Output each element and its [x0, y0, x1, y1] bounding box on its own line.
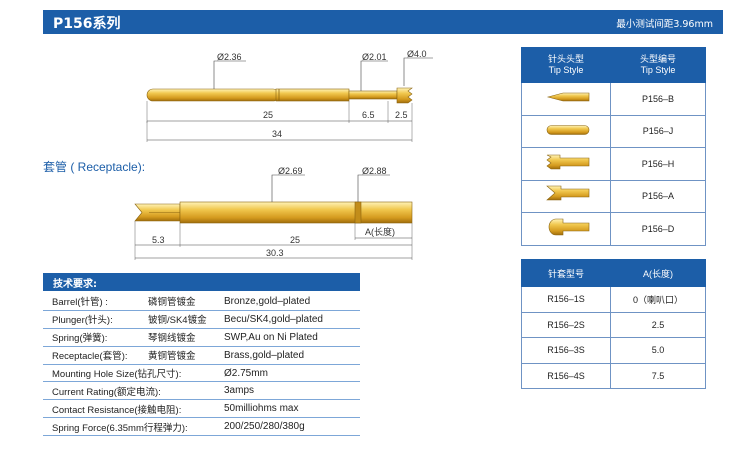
rec-length: 7.5 [610, 362, 706, 389]
receptacle-drawing: Ø2.69 Ø2.88 A(长度) 5.3 25 30.3 [134, 166, 413, 260]
tip-picture-cell [521, 82, 611, 116]
spec-value: Bronze,gold–plated [224, 293, 360, 311]
receptacle-len-1: 5.3 [152, 235, 165, 245]
spec-label: Mounting Hole Size(钻孔尺寸): [43, 364, 224, 383]
table-row: Spring(弹簧): 琴钢线镀金 SWP,Au on Ni Plated [43, 328, 360, 347]
probe-dia-3: Ø4.0 [407, 49, 427, 59]
spec-label: Plunger(针头): [43, 310, 148, 329]
table-row: P156–D [521, 212, 706, 246]
table-row: P156–A [521, 179, 706, 213]
tip-code: P156–D [610, 212, 706, 246]
spec-value: 3amps [224, 381, 360, 401]
tip-picture-cell [521, 212, 611, 246]
rec-length: 0（喇叭口） [610, 286, 706, 313]
spec-label: Barrel(针管) : [43, 293, 148, 311]
tip-col-2-cn: 头型编号 [639, 54, 676, 64]
probe-dia-1: Ø2.36 [217, 52, 242, 62]
rec-model: R156–2S [521, 311, 611, 338]
table-row: Spring Force(6.35mm行程弹力): 200/250/280/38… [43, 417, 360, 437]
probe-total-length: 34 [272, 129, 282, 139]
rec-length: 2.5 [610, 311, 706, 338]
spec-label: Spring(弹簧): [43, 328, 148, 347]
receptacle-label: 套管 ( Receptacle): [43, 160, 146, 174]
spec-value: Brass,gold–plated [224, 346, 360, 365]
spec-value: Becu/SK4,gold–plated [224, 310, 360, 329]
probe-len-1: 25 [263, 110, 273, 120]
table-row: Contact Resistance(接触电阻): 50milliohms ma… [43, 399, 360, 419]
spec-value: 200/250/280/380g [224, 417, 360, 437]
tip-col-1-header: 针头头型 Tip Style [521, 47, 611, 83]
spec-cn: 磷铜管镀金 [148, 293, 224, 311]
receptacle-dia-1: Ø2.69 [278, 166, 303, 176]
spec-label: Receptacle(套管): [43, 346, 148, 365]
probe-drawing: Ø2.36 Ø2.01 Ø4.0 25 6.5 2.5 34 [146, 49, 433, 142]
tip-code: P156–B [610, 82, 706, 116]
spec-label: Spring Force(6.35mm行程弹力): [43, 417, 224, 437]
tip-picture-cell [521, 114, 611, 148]
spec-cn: 黄铜管镀金 [148, 346, 224, 365]
receptacle-a-label: A(长度) [365, 226, 395, 237]
tip-col-1-en: Tip Style [548, 65, 584, 75]
tech-heading: 技术要求: [53, 279, 97, 290]
spec-label: Current Rating(额定电流): [43, 381, 224, 401]
rec-col-1-header: 针套型号 [521, 259, 611, 287]
spec-cn: 琴钢线镀金 [148, 328, 224, 347]
receptacle-len-2: 25 [290, 235, 300, 245]
min-pitch-label: 最小测试间距3.96mm [616, 19, 713, 30]
spec-value: Ø2.75mm [224, 364, 360, 383]
rec-model: R156–3S [521, 337, 611, 364]
tip-col-2-header: 头型编号 Tip Style [610, 47, 706, 83]
header-bar: P156系列 最小测试间距3.96mm [43, 10, 723, 34]
rec-col-2-header: A(长度) [610, 259, 706, 287]
spec-label: Contact Resistance(接触电阻): [43, 399, 224, 419]
receptacle-dia-2: Ø2.88 [362, 166, 387, 176]
rec-length: 5.0 [610, 337, 706, 364]
tip-picture-cell [521, 147, 611, 181]
rec-model: R156–1S [521, 286, 611, 313]
rec-model: R156–4S [521, 362, 611, 389]
receptacle-total-length: 30.3 [266, 248, 284, 258]
table-row: P156–H [521, 147, 706, 181]
spec-value: SWP,Au on Ni Plated [224, 328, 360, 347]
table-header-row: 针套型号 A(长度) [521, 259, 706, 287]
table-row: Mounting Hole Size(钻孔尺寸): Ø2.75mm [43, 364, 360, 383]
tip-code: P156–J [610, 114, 706, 148]
spec-value: 50milliohms max [224, 399, 360, 419]
spec-cn: 铍铜/SK4镀金 [148, 310, 224, 329]
tip-col-2-en: Tip Style [640, 65, 676, 75]
tech-heading-bar: 技术要求: [43, 273, 360, 291]
tip-code: P156–A [610, 179, 706, 213]
probe-dia-2: Ø2.01 [362, 52, 387, 62]
probe-len-2: 6.5 [362, 110, 375, 120]
tip-col-1-cn: 针头头型 [547, 54, 584, 64]
table-header-row: 针头头型 Tip Style 头型编号 Tip Style [521, 47, 706, 83]
table-row: Receptacle(套管): 黄铜管镀金 Brass,gold–plated [43, 346, 360, 365]
table-row: P156–J [521, 114, 706, 148]
table-row: P156–B [521, 82, 706, 116]
table-row: Plunger(针头): 铍铜/SK4镀金 Becu/SK4,gold–plat… [43, 310, 360, 329]
table-row: Current Rating(额定电流): 3amps [43, 381, 360, 401]
probe-len-3: 2.5 [395, 110, 408, 120]
tip-picture-cell [521, 179, 611, 213]
series-title: P156系列 [53, 16, 121, 32]
tip-style-table: 针头头型 Tip Style 头型编号 Tip Style P156–B P15… [521, 47, 706, 246]
table-row: Barrel(针管) : 磷铜管镀金 Bronze,gold–plated [43, 293, 360, 311]
tech-spec-table: Barrel(针管) : 磷铜管镀金 Bronze,gold–plated Pl… [43, 293, 360, 437]
tip-code: P156–H [610, 147, 706, 181]
